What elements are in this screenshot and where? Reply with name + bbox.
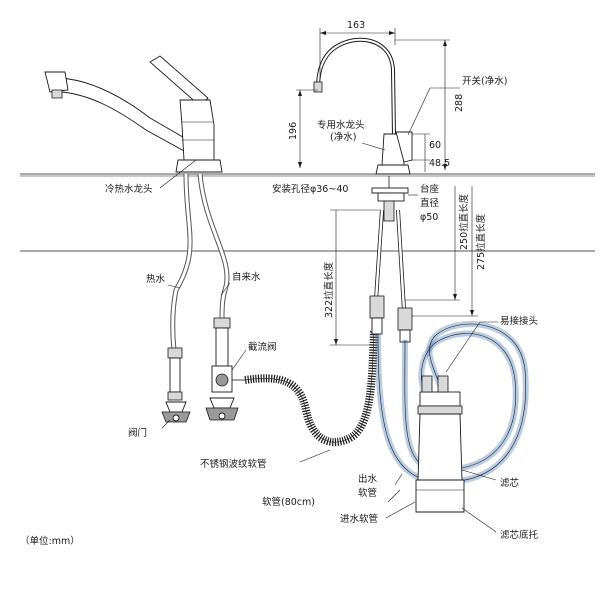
switch-label: 开关(净水) — [462, 75, 507, 87]
dim-196-label: 196 — [288, 122, 299, 140]
len-250-label: 250拉直长度 — [458, 193, 470, 250]
hot-cold-faucet — [44, 55, 223, 173]
dim-48-5-label: 48.5 — [429, 158, 450, 169]
supply-hoses — [167, 173, 231, 351]
dim-60-label: 60 — [429, 140, 441, 151]
filter-unit — [375, 321, 529, 533]
outlet-hose-sublabel: 软管 — [358, 487, 377, 499]
stainless-hose-label: 不锈钢波纹软管 — [200, 458, 267, 470]
mount-hole-label: 安装孔径φ36~40 — [272, 183, 348, 195]
tap-water-label: 自来水 — [232, 271, 261, 283]
shutoff-valve-label: 截流阀 — [248, 341, 277, 353]
hot-water-label: 热水 — [146, 273, 166, 285]
faucet-hoses — [369, 209, 413, 343]
filter-label: 滤芯 — [500, 477, 520, 489]
hot-cold-faucet-label: 冷热水龙头 — [105, 183, 153, 195]
soft-hose-label: 软管(80cm) — [262, 496, 315, 508]
hot-water-valve — [161, 347, 191, 429]
inlet-hose-label: 进水软管 — [340, 513, 378, 525]
dim-288-label: 288 — [454, 94, 465, 112]
filter-base-label: 滤芯底托 — [500, 529, 539, 541]
unit-label: （单位:mm） — [20, 535, 80, 547]
base-label: 台座 — [420, 183, 440, 195]
stainless-corrugated-hose — [244, 329, 378, 463]
base-diameter-label: 直径 — [420, 197, 440, 209]
dim-163-label: 163 — [347, 20, 365, 31]
dedicated-faucet-label: 专用水龙头 — [317, 119, 365, 131]
valve-label: 阀门 — [128, 427, 147, 439]
quick-connector-label: 易接接头 — [500, 315, 538, 327]
shutoff-valve-assembly — [205, 317, 247, 421]
base-size-label: φ50 — [420, 212, 438, 223]
len-275-label: 275拉直长度 — [475, 213, 487, 270]
len-322-label: 322拉直长度 — [323, 261, 335, 318]
outlet-hose-label: 出水 — [358, 473, 378, 485]
dimensions — [159, 28, 478, 346]
dedicated-faucet-sublabel: (净水) — [330, 131, 356, 143]
